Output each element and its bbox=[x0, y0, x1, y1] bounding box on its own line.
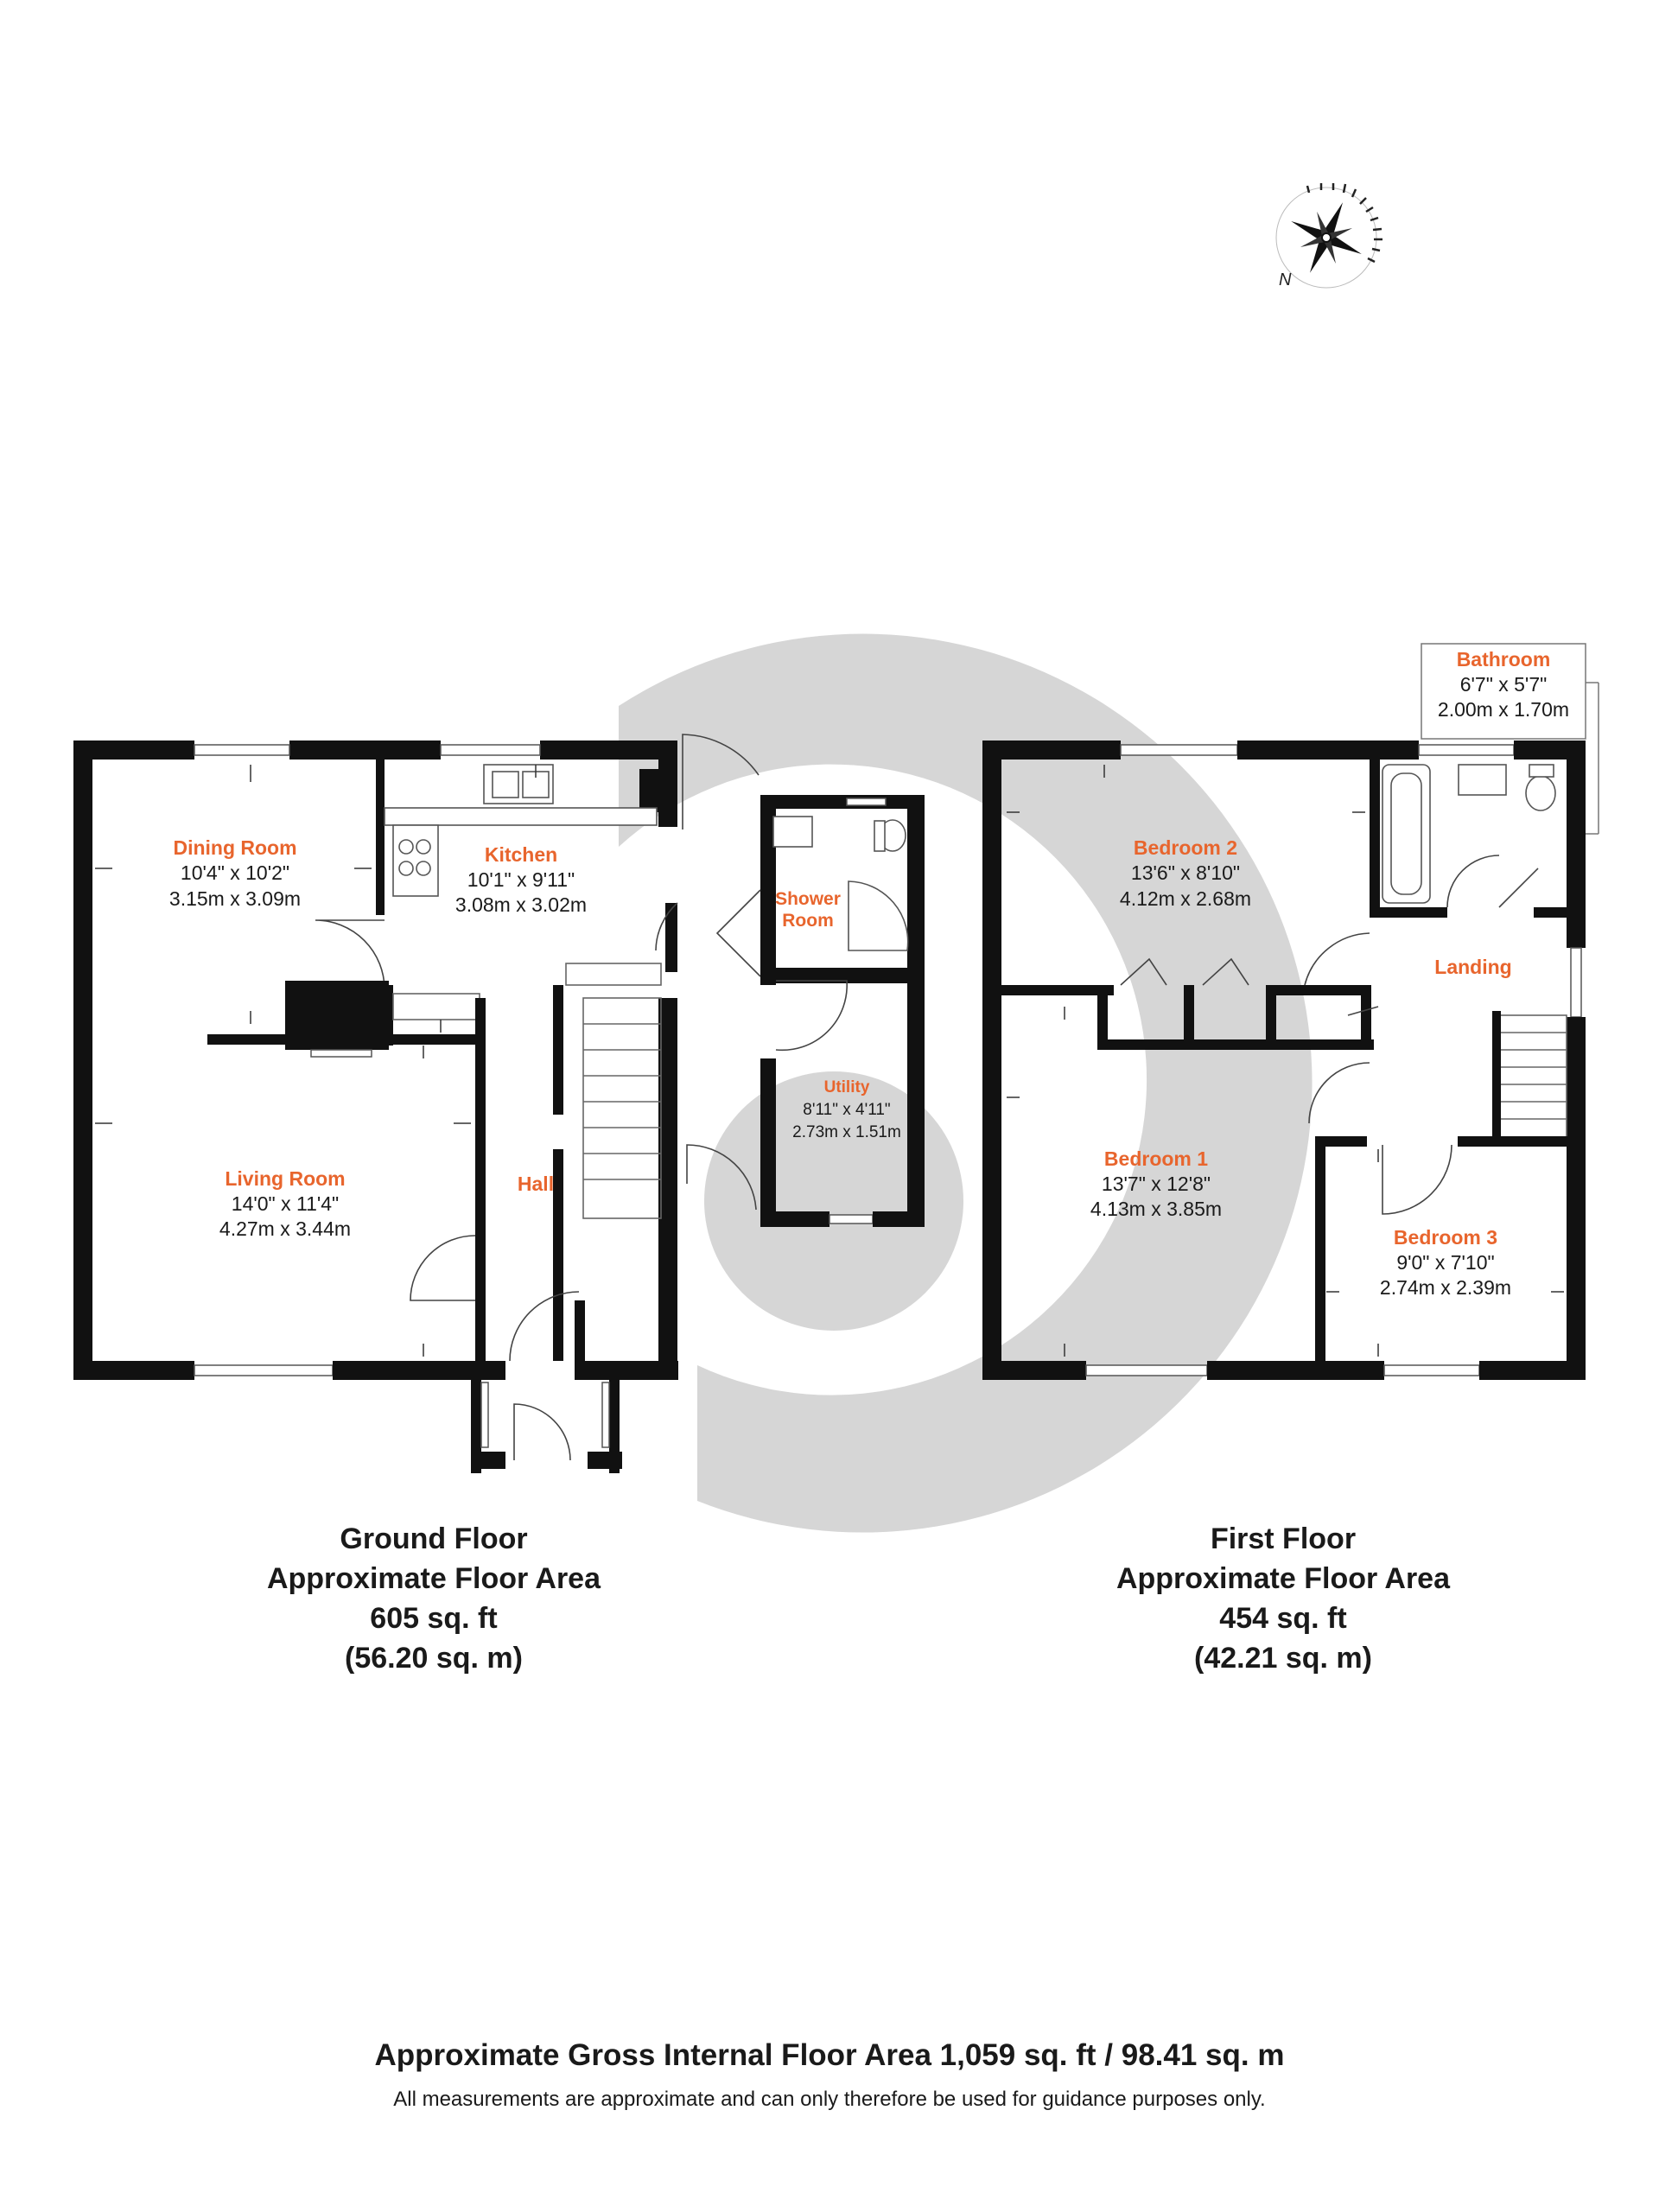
utility-metric: 2.73m x 1.51m bbox=[792, 1123, 901, 1141]
first-floor-title: First Floor bbox=[1211, 1522, 1356, 1555]
bedroom-3-metric: 2.74m x 2.39m bbox=[1380, 1276, 1511, 1299]
compass-north-label: N bbox=[1279, 270, 1292, 289]
watermark-logo bbox=[619, 633, 1313, 1533]
bedroom-1-imperial: 13'7" x 12'8" bbox=[1102, 1173, 1211, 1195]
kitchen-name: Kitchen bbox=[485, 843, 557, 866]
bedroom-1-metric: 4.13m x 3.85m bbox=[1090, 1198, 1222, 1220]
ground-floor-subtitle: Approximate Floor Area bbox=[267, 1562, 601, 1595]
first-floor-area-imperial: 454 sq. ft bbox=[1219, 1602, 1346, 1635]
bathroom-name: Bathroom bbox=[1457, 648, 1551, 671]
bedroom-3-imperial: 9'0" x 7'10" bbox=[1396, 1251, 1494, 1274]
ground-floor-caption: Ground Floor Approximate Floor Area 605 … bbox=[267, 1522, 601, 1675]
first-floor-caption: First Floor Approximate Floor Area 454 s… bbox=[1116, 1522, 1451, 1675]
first-floor-plan bbox=[982, 643, 1599, 1380]
bedroom-3-name: Bedroom 3 bbox=[1394, 1226, 1497, 1249]
living-room-name: Living Room bbox=[225, 1167, 345, 1190]
dining-room-metric: 3.15m x 3.09m bbox=[169, 887, 301, 910]
first-floor-area-metric: (42.21 sq. m) bbox=[1194, 1642, 1372, 1675]
kitchen-imperial: 10'1" x 9'11" bbox=[467, 868, 575, 891]
dining-room-imperial: 10'4" x 10'2" bbox=[181, 861, 289, 884]
footer: Approximate Gross Internal Floor Area 1,… bbox=[375, 2038, 1285, 2111]
living-room-metric: 4.27m x 3.44m bbox=[219, 1217, 351, 1240]
bathroom-imperial: 6'7" x 5'7" bbox=[1460, 673, 1548, 696]
ground-floor-plan bbox=[73, 734, 925, 1473]
dining-room-name: Dining Room bbox=[173, 836, 296, 859]
compass-rose: N bbox=[1275, 183, 1382, 289]
kitchen-metric: 3.08m x 3.02m bbox=[455, 893, 587, 916]
utility-imperial: 8'11" x 4'11" bbox=[803, 1101, 890, 1119]
gross-internal-area: Approximate Gross Internal Floor Area 1,… bbox=[375, 2038, 1285, 2072]
shower-room-name-line1: Shower bbox=[775, 889, 841, 909]
disclaimer: All measurements are approximate and can… bbox=[393, 2088, 1265, 2111]
ground-floor-area-imperial: 605 sq. ft bbox=[370, 1602, 497, 1635]
bedroom-2-name: Bedroom 2 bbox=[1134, 836, 1237, 859]
living-room-imperial: 14'0" x 11'4" bbox=[232, 1192, 339, 1215]
ground-floor-title: Ground Floor bbox=[340, 1522, 527, 1555]
first-floor-labels: Bathroom 6'7" x 5'7" 2.00m x 1.70m Bedro… bbox=[1090, 648, 1569, 1299]
bedroom-2-imperial: 13'6" x 8'10" bbox=[1131, 861, 1240, 884]
landing-name: Landing bbox=[1434, 956, 1511, 978]
hall-name: Hall bbox=[518, 1173, 554, 1195]
utility-name: Utility bbox=[824, 1078, 870, 1096]
first-floor-subtitle: Approximate Floor Area bbox=[1116, 1562, 1451, 1595]
ground-floor-labels: Dining Room 10'4" x 10'2" 3.15m x 3.09m … bbox=[169, 836, 901, 1240]
bathroom-metric: 2.00m x 1.70m bbox=[1438, 698, 1569, 721]
bedroom-1-name: Bedroom 1 bbox=[1104, 1147, 1208, 1170]
ground-floor-area-metric: (56.20 sq. m) bbox=[345, 1642, 523, 1675]
bedroom-2-metric: 4.12m x 2.68m bbox=[1120, 887, 1251, 910]
shower-room-name-line2: Room bbox=[782, 911, 834, 931]
